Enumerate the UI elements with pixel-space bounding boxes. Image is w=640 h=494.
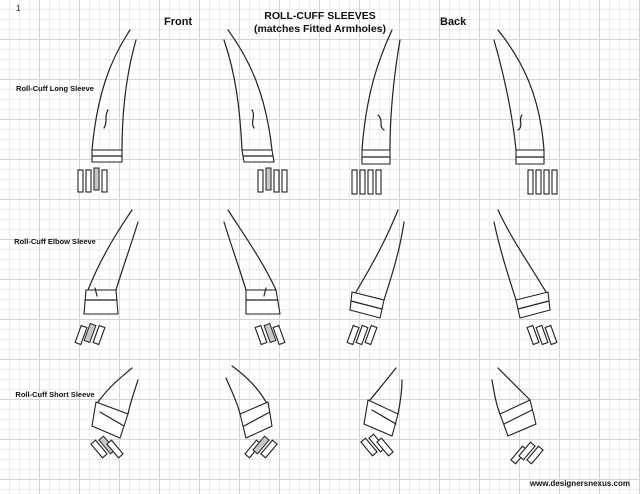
long-cuff-detail-back-2 — [527, 169, 558, 195]
short-sleeve-back-2 — [491, 367, 537, 437]
title-line-2: (matches Fitted Armholes) — [253, 23, 387, 35]
elbow-cuff-detail-back-2 — [526, 324, 558, 346]
elbow-sleeve-back-1 — [349, 209, 405, 319]
long-cuff-detail-front-1 — [77, 167, 108, 193]
elbow-cuff-detail-back-1 — [346, 324, 378, 346]
row-label-elbow-sleeve: Roll-Cuff Elbow Sleeve — [14, 237, 96, 246]
elbow-sleeve-back-2 — [493, 209, 551, 319]
page-title: ROLL-CUFF SLEEVES (matches Fitted Armhol… — [232, 10, 408, 36]
short-sleeve-front-1 — [91, 367, 139, 439]
long-sleeve-front-1 — [91, 29, 137, 163]
long-sleeve-back-2 — [493, 29, 545, 165]
column-heading-front: Front — [164, 16, 193, 28]
elbow-cuff-detail-front-2 — [254, 322, 286, 346]
long-cuff-detail-front-2 — [257, 167, 288, 193]
page-number: 1 — [16, 4, 21, 13]
elbow-sleeve-front-1 — [83, 209, 139, 315]
short-sleeve-back-1 — [363, 367, 403, 437]
elbow-sleeve-front-2 — [223, 209, 281, 315]
website-credit: www.designersnexus.com — [529, 479, 630, 488]
column-heading-back: Back — [440, 16, 467, 28]
title-line-1: ROLL-CUFF SLEEVES — [264, 10, 376, 22]
elbow-cuff-detail-front-1 — [74, 322, 106, 346]
long-sleeve-back-1 — [361, 29, 401, 165]
short-cuff-detail-front-1 — [90, 435, 124, 459]
row-label-short-sleeve: Roll-Cuff Short Sleeve — [15, 390, 95, 399]
long-cuff-detail-back-1 — [351, 169, 382, 195]
row-label-long-sleeve: Roll-Cuff Long Sleeve — [16, 84, 94, 93]
short-cuff-detail-front-2 — [244, 435, 278, 459]
long-sleeve-front-2 — [223, 29, 275, 163]
short-cuff-detail-back-1 — [360, 433, 394, 457]
short-sleeve-front-2 — [225, 365, 273, 439]
short-cuff-detail-back-2 — [510, 441, 544, 465]
